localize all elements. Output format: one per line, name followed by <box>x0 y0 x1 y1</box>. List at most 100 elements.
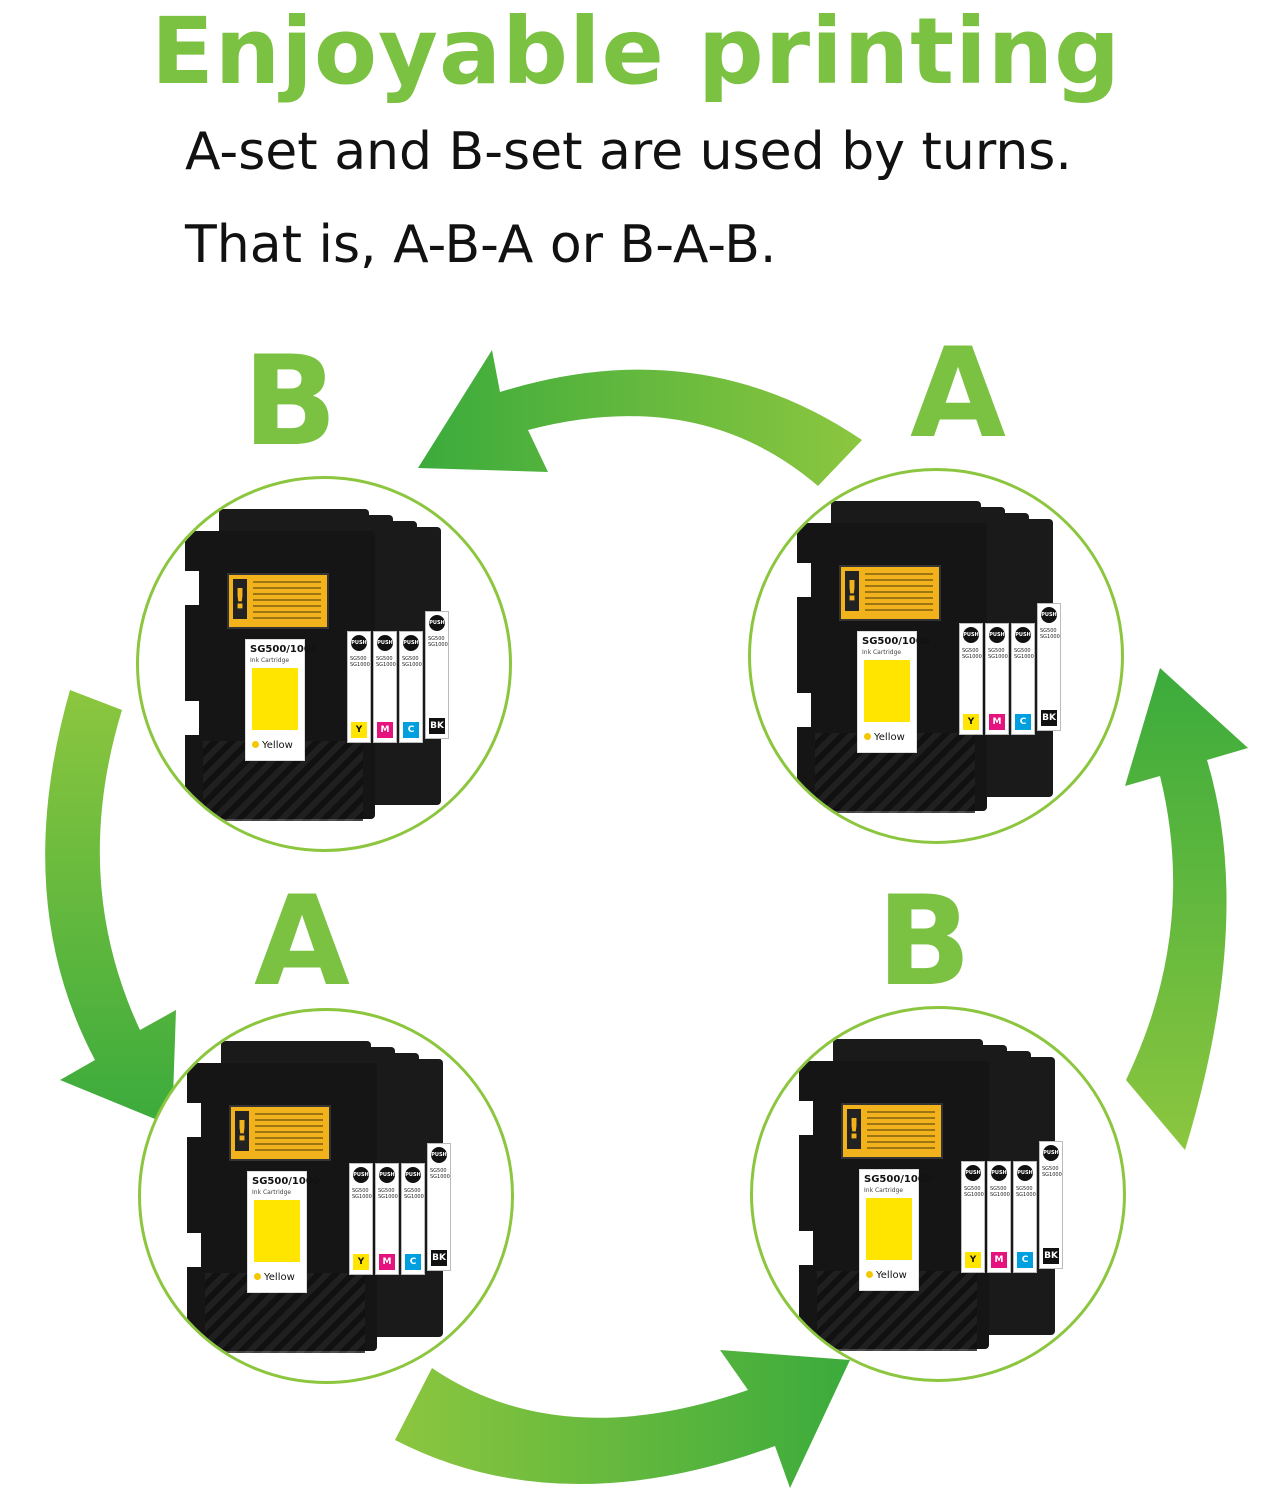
cartridge-notch <box>797 693 811 727</box>
yellow-swatch <box>864 660 910 722</box>
chip-model-text: SG500 SG1000 <box>1040 628 1060 640</box>
chip-color-code: Y <box>963 714 979 730</box>
push-icon: PUSH <box>403 635 419 651</box>
chip-color-code: Y <box>351 722 367 738</box>
cartridge-model: SG500/1000 <box>250 644 318 655</box>
chip-color-code: M <box>989 714 1005 730</box>
arrow-left <box>45 690 176 1126</box>
yellow-swatch <box>866 1198 912 1260</box>
chip-color-code: M <box>377 722 393 738</box>
chip-model-text: SG500 SG1000 <box>964 1186 984 1198</box>
cartridge-model: SG500/1000 <box>864 1174 932 1185</box>
chip-color-code: M <box>379 1254 395 1270</box>
chip-model-text: SG500 SG1000 <box>376 656 396 668</box>
ink-drop-icon <box>864 733 871 740</box>
cartridge-type: Ink Cartridge <box>252 1189 292 1196</box>
push-icon: PUSH <box>429 615 445 631</box>
warning-sticker: ! <box>229 1105 331 1161</box>
cartridge-color-name: Yellow <box>864 732 905 743</box>
chip-model-text: SG500 SG1000 <box>378 1188 398 1200</box>
chip-model-text: SG500 SG1000 <box>430 1168 450 1180</box>
push-icon: PUSH <box>991 1165 1007 1181</box>
warning-icon: ! <box>847 1109 861 1149</box>
warning-icon: ! <box>845 571 859 611</box>
subtitle-line-2: That is, A-B-A or B-A-B. <box>185 215 777 275</box>
push-icon: PUSH <box>1015 627 1031 643</box>
cartridge-color-name: Yellow <box>866 1270 907 1281</box>
warning-icon: ! <box>235 1111 249 1151</box>
chip-color-code: C <box>1015 714 1031 730</box>
cartridge-notch <box>185 701 199 735</box>
chip-model-text: SG500 SG1000 <box>1016 1186 1036 1198</box>
chip-model-text: SG500 SG1000 <box>990 1186 1010 1198</box>
push-icon: PUSH <box>965 1165 981 1181</box>
cartridge-notch <box>797 563 811 597</box>
warning-sticker: ! <box>839 565 941 621</box>
chip-color-code: BK <box>431 1250 447 1266</box>
yellow-swatch <box>252 668 298 730</box>
cartridge-notch <box>187 1233 201 1267</box>
push-icon: PUSH <box>379 1167 395 1183</box>
cartridge-notch <box>799 1101 813 1135</box>
chip-color-code: BK <box>429 718 445 734</box>
chip-color-code: C <box>403 722 419 738</box>
cartridge-notch <box>799 1231 813 1265</box>
chip-model-text: SG500 SG1000 <box>352 1188 372 1200</box>
cartridge-type: Ink Cartridge <box>250 657 290 664</box>
push-icon: PUSH <box>1043 1145 1059 1161</box>
cartridge-model: SG500/1000 <box>862 636 930 647</box>
cartridge-color-name: Yellow <box>254 1272 295 1283</box>
chip-model-text: SG500 SG1000 <box>1014 648 1034 660</box>
push-icon: PUSH <box>405 1167 421 1183</box>
ink-drop-icon <box>866 1271 873 1278</box>
chip-color-code: M <box>991 1252 1007 1268</box>
warning-text-lines <box>255 1113 323 1153</box>
push-icon: PUSH <box>1041 607 1057 623</box>
push-icon: PUSH <box>1017 1165 1033 1181</box>
arrow-bottom <box>395 1350 850 1488</box>
ink-drop-icon <box>254 1273 261 1280</box>
cartridge-model: SG500/1000 <box>252 1176 320 1187</box>
warning-text-lines <box>867 1111 935 1151</box>
chip-model-text: SG500 SG1000 <box>428 636 448 648</box>
cartridge-color-name: Yellow <box>252 740 293 751</box>
chip-color-code: C <box>405 1254 421 1270</box>
push-icon: PUSH <box>353 1167 369 1183</box>
cartridge-type: Ink Cartridge <box>862 649 902 656</box>
warning-icon: ! <box>233 579 247 619</box>
push-icon: PUSH <box>351 635 367 651</box>
chip-color-code: Y <box>965 1252 981 1268</box>
chip-model-text: SG500 SG1000 <box>402 656 422 668</box>
yellow-swatch <box>254 1200 300 1262</box>
push-icon: PUSH <box>431 1147 447 1163</box>
warning-text-lines <box>253 581 321 621</box>
subtitle-line-1: A-set and B-set are used by turns. <box>185 122 1072 182</box>
set-label-top-right: A <box>910 322 1006 466</box>
arrow-right <box>1125 668 1248 1150</box>
set-label-bottom-right: B <box>876 870 972 1014</box>
cartridge-notch <box>185 571 199 605</box>
